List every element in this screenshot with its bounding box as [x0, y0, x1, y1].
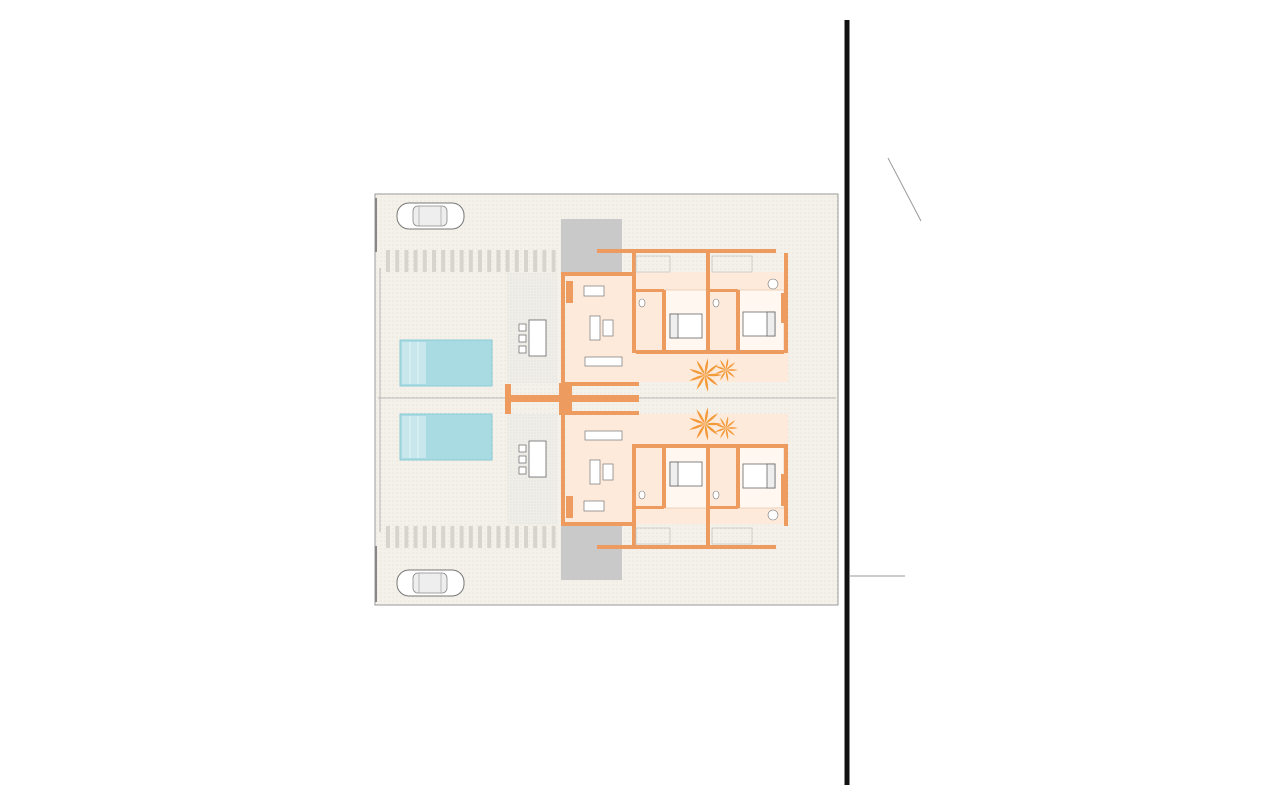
paver — [505, 250, 510, 272]
palm-trees — [689, 358, 738, 441]
car-icon — [396, 202, 465, 230]
palm-frond — [689, 424, 705, 430]
palm-frond — [726, 420, 736, 428]
paver — [496, 250, 501, 272]
paver — [459, 526, 464, 548]
palm-frond — [726, 370, 736, 378]
palm-frond — [689, 369, 705, 375]
paver — [524, 526, 528, 548]
paver — [551, 526, 556, 548]
dining-table-icon — [583, 285, 605, 512]
car-icon — [396, 569, 465, 597]
paver — [413, 526, 418, 548]
paver — [478, 250, 482, 272]
palm-tree-icon — [689, 358, 722, 392]
paver — [551, 250, 556, 272]
palm-frond — [726, 362, 736, 370]
reference-line-diagonal — [887, 157, 922, 222]
paver — [514, 250, 519, 272]
palm-frond — [705, 375, 719, 386]
palm-frond — [725, 370, 729, 382]
pergola-south — [561, 525, 622, 580]
paver — [413, 250, 418, 272]
walls-north — [561, 249, 788, 386]
paver — [487, 250, 492, 272]
palm-frond — [704, 424, 709, 441]
paver — [487, 526, 492, 548]
dining-table-icon — [518, 440, 547, 478]
palm-frond — [696, 375, 705, 390]
palm-frond — [720, 370, 726, 381]
bed-icon — [669, 311, 776, 489]
palm-frond — [689, 375, 705, 381]
palm-frond — [704, 407, 709, 424]
palm-frond — [714, 423, 726, 428]
paver — [514, 526, 519, 548]
palm-frond — [705, 424, 719, 435]
walls-south — [561, 411, 788, 549]
stepping-pavers-south — [386, 526, 556, 548]
palm-frond — [689, 418, 705, 424]
palm-frond — [714, 365, 726, 370]
kitchen-counter — [584, 356, 623, 441]
paver — [459, 250, 464, 272]
paver — [441, 526, 446, 548]
paver — [404, 250, 409, 272]
palm-frond — [704, 375, 709, 392]
paver — [404, 526, 409, 548]
palm-frond — [726, 428, 736, 436]
stepping-pavers-north — [386, 250, 556, 272]
palm-frond — [720, 417, 726, 428]
paver — [533, 250, 538, 272]
paver — [468, 526, 473, 548]
paver — [496, 526, 501, 548]
paver — [422, 250, 427, 272]
palm-frond — [705, 413, 719, 424]
paver — [432, 526, 436, 548]
paver — [422, 526, 427, 548]
sofa-icon — [589, 315, 614, 485]
palm-frond — [725, 428, 729, 440]
palm-frond — [696, 424, 705, 439]
paver — [395, 526, 400, 548]
paver — [386, 250, 390, 272]
paver — [432, 250, 436, 272]
palm-frond — [705, 373, 722, 377]
palm-frond — [696, 409, 705, 424]
palm-frond — [704, 358, 709, 375]
palm-frond — [714, 370, 726, 375]
paver — [450, 526, 455, 548]
toilet-icon — [638, 278, 779, 521]
dining-table-icon — [518, 319, 547, 357]
pool-icon — [399, 413, 493, 461]
pool-icon — [399, 339, 493, 387]
palm-frond — [725, 416, 729, 428]
paver — [441, 250, 446, 272]
palm-frond — [696, 360, 705, 375]
paver — [386, 526, 390, 548]
stair-icon — [635, 255, 753, 273]
palm-tree-icon — [714, 358, 738, 382]
paver — [468, 250, 473, 272]
paver — [542, 250, 547, 272]
paver — [505, 526, 510, 548]
party-wall-cross — [505, 383, 639, 415]
paver — [524, 250, 528, 272]
palm-frond — [725, 358, 729, 370]
paver — [450, 250, 455, 272]
pergola-north — [561, 219, 622, 274]
palm-tree-icon — [714, 416, 738, 440]
palm-frond — [726, 427, 738, 429]
paver — [395, 250, 400, 272]
palm-frond — [720, 428, 726, 439]
palm-frond — [705, 364, 719, 375]
paver — [542, 526, 547, 548]
palm-frond — [720, 359, 726, 370]
palm-frond — [726, 369, 738, 371]
stair-icon — [635, 527, 753, 545]
paver — [478, 526, 482, 548]
paver — [533, 526, 538, 548]
palm-frond — [714, 428, 726, 433]
